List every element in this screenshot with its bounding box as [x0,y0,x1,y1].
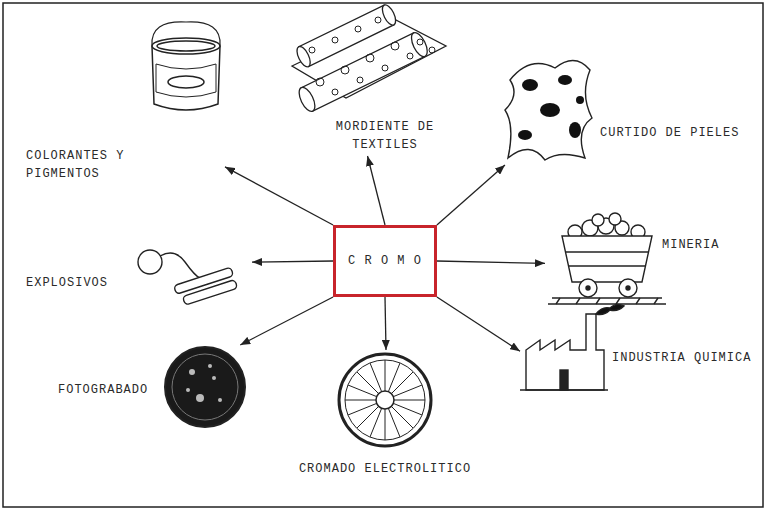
arrow-connector [368,156,386,225]
photoengraving-plate-illustration [165,347,245,427]
arrow-connector [225,167,333,225]
use-label: MINERIA [662,236,719,254]
use-label: CURTIDO DE PIELES [600,124,739,142]
arrow-connector [437,261,545,263]
fabric-rolls-illustration [292,3,446,114]
use-item: FOTOGRABADO [55,345,250,432]
use-item: CURTIDO DE PIELES [500,52,748,165]
use-label: COLORANTES Y PIGMENTOS [26,147,138,183]
use-item: MINERIA [545,215,730,308]
mine-cart-illustration [548,213,666,304]
arrow-connector [252,261,333,262]
use-label: FOTOGRABADO [58,381,148,399]
wheel-illustration [339,354,431,446]
use-item: EXPLOSIVOS [20,240,252,305]
arrow-connector [437,165,505,225]
central-box: C R O M O [333,225,437,297]
central-label: C R O M O [348,252,422,270]
hide-illustration [505,60,592,160]
explosives-illustration [138,250,238,307]
use-item: CROMADO ELECTROLITICO [295,350,477,480]
arrow-connector [385,297,386,350]
arrow-connector [240,297,333,345]
use-label: INDUSTRIA QUIMICA [612,349,751,367]
use-label: EXPLOSIVOS [26,274,108,292]
use-item: MORDIENTE DE TEXTILES [285,8,450,156]
use-label: MORDIENTE DE TEXTILES [329,118,441,154]
use-item: COLORANTES Y PIGMENTOS [20,20,225,185]
factory-illustration [520,304,624,390]
use-item: INDUSTRIA QUIMICA [520,300,758,395]
frame [3,3,763,507]
arrow-connector [437,297,520,351]
use-label: CROMADO ELECTROLITICO [295,460,475,478]
paint-can-illustration [152,22,220,110]
